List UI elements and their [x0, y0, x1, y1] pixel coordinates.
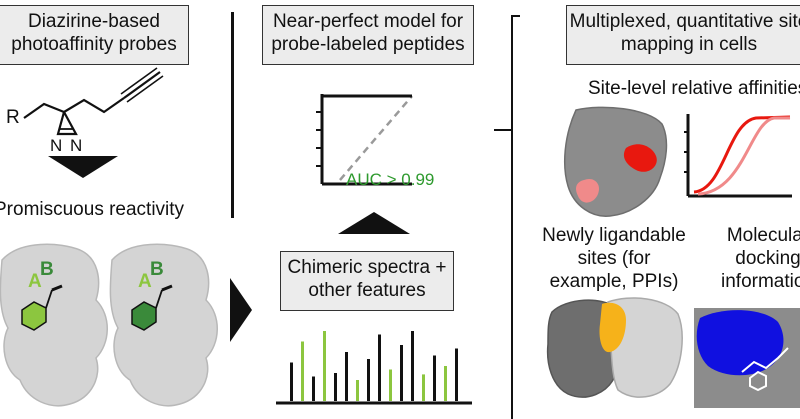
model-box-line2: probe-labeled peptides [271, 34, 465, 55]
ligandable-line1: Newly ligandable [542, 225, 686, 246]
site-mapping-line1: Multiplexed, quantitative site [569, 11, 800, 32]
protein-pair [0, 243, 218, 407]
spectrum-peak [356, 380, 359, 401]
roc-diagonal [339, 95, 413, 181]
high-affinity-site [623, 144, 657, 172]
features-box-line2: other features [308, 280, 426, 301]
features-box: Chimeric spectra + other features [280, 251, 454, 311]
down-arrow-triangle [48, 156, 118, 178]
low-affinity-site [576, 178, 600, 203]
interface-site [599, 302, 626, 353]
auc-label: AUC > 0.99 [346, 170, 435, 189]
docking-line1: Molecular [726, 225, 800, 246]
nitrogen-label-2: N [70, 136, 83, 155]
site-b-label-2: B [150, 259, 164, 280]
spectrum-peak [422, 374, 425, 401]
up-arrow-triangle [338, 212, 410, 234]
protein-surface-1 [0, 243, 108, 407]
model-box-line1: Near-perfect model for [272, 11, 464, 32]
affinities-label: Site-level relative affinities [588, 78, 800, 99]
spectrum-peak [433, 355, 436, 401]
spectrum-peak [323, 331, 326, 401]
panel-divider [231, 12, 234, 218]
diazirine-structure [23, 67, 164, 178]
nitrogen-label-1: N [50, 136, 63, 155]
ligandable-sites-label: Newly ligandable sites (for example, PPI… [538, 224, 690, 293]
site-a-label-2: A [138, 271, 152, 292]
r-group-label: R [6, 107, 20, 128]
features-box-line1: Chimeric spectra + [287, 257, 447, 278]
low-affinity-curve [697, 116, 790, 196]
spectrum-peak [411, 331, 414, 401]
probe-type-box: Diazirine-based photoaffinity probes [0, 5, 189, 65]
probe-type-line1: Diazirine-based [27, 11, 160, 32]
right-panel-bracket [494, 15, 520, 419]
model-box: Near-perfect model for probe-labeled pep… [262, 5, 474, 65]
high-affinity-curve [693, 115, 791, 194]
roc-curve-plot [316, 94, 413, 186]
reactivity-label: Promiscuous reactivity [0, 199, 185, 220]
roc-curve [320, 94, 412, 184]
spectrum-peak [345, 352, 348, 401]
site-a-label-1: A [28, 271, 42, 292]
spectrum-peak [367, 359, 370, 401]
chimeric-spectrum [276, 331, 472, 405]
site-mapping-line2: mapping in cells [620, 34, 758, 55]
ligandable-line2: sites (for [577, 248, 651, 269]
spectrum-peak [334, 373, 337, 401]
dose-response-plot [684, 114, 792, 198]
spectrum-peak [444, 366, 447, 401]
ligandable-line3: example, PPIs) [549, 271, 679, 292]
site-mapping-box: Multiplexed, quantitative site mapping i… [566, 5, 800, 65]
site-b-label-1: B [40, 259, 54, 280]
spectrum-peak [312, 376, 315, 401]
docking-pocket [694, 308, 800, 408]
protein-surface-2 [109, 243, 218, 407]
spectrum-peak [389, 369, 392, 401]
right-arrow-triangle [230, 278, 252, 342]
probe-type-line2: photoaffinity probes [11, 34, 177, 55]
protein-affinity-map [563, 106, 668, 217]
protein-complex-ppi [546, 297, 683, 398]
docking-label: Molecular docking information [718, 224, 800, 293]
spectrum-peak [378, 334, 381, 401]
spectrum-peak [290, 362, 293, 401]
spectrum-peak [301, 341, 304, 401]
docking-line2: docking [735, 248, 800, 269]
spectrum-peak [455, 348, 458, 401]
docking-line3: information [721, 271, 800, 292]
spectrum-peak [400, 345, 403, 401]
